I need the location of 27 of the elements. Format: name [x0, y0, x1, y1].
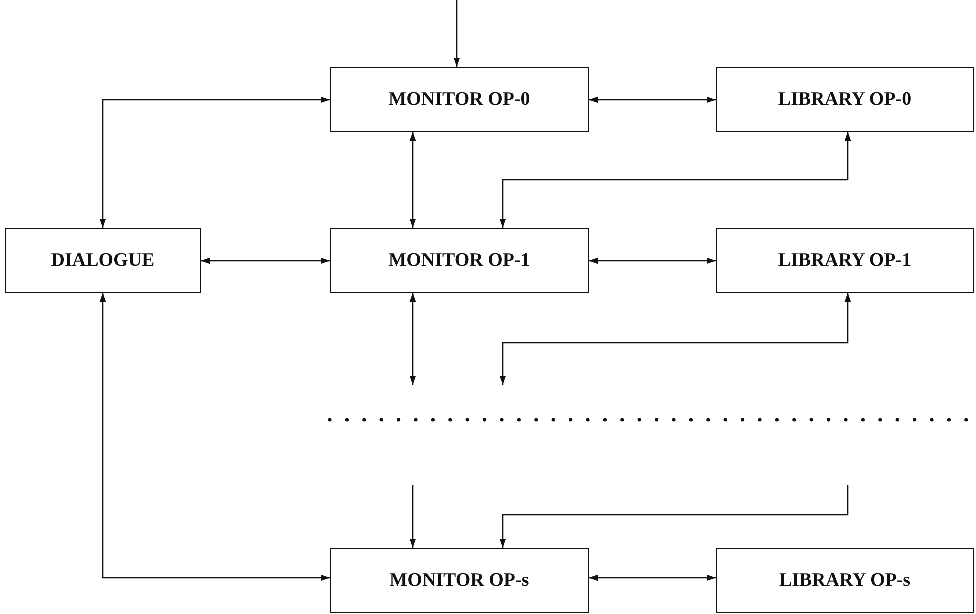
process-box: [330, 228, 589, 293]
arrow: [410, 485, 416, 548]
arrow: [589, 96, 716, 104]
arrow: [454, 0, 460, 67]
box-label: LIBRARY OP-0: [778, 88, 912, 110]
arrow: [589, 574, 716, 582]
box-label: MONITOR OP-0: [388, 88, 530, 110]
box-label: LIBRARY OP-s: [779, 570, 911, 592]
arrow: [589, 258, 716, 264]
arrow: [500, 132, 852, 228]
arrow: [100, 293, 330, 582]
box-label: MONITOR OP-1: [388, 250, 530, 272]
arrow: [100, 96, 330, 228]
box-label: DIALOGUE: [51, 250, 155, 272]
process-box: [330, 548, 589, 613]
arrow: [500, 485, 849, 548]
box-label: LIBRARY OP-1: [778, 250, 912, 272]
process-box: [716, 228, 974, 293]
process-box: [330, 67, 589, 132]
arrow: [201, 258, 330, 264]
process-box: [716, 67, 974, 132]
arrow: [410, 293, 416, 385]
arrow: [500, 293, 852, 385]
process-box: [716, 548, 974, 613]
box-label: MONITOR OP-s: [390, 570, 530, 592]
process-box: [5, 228, 201, 293]
arrow: [410, 132, 416, 228]
